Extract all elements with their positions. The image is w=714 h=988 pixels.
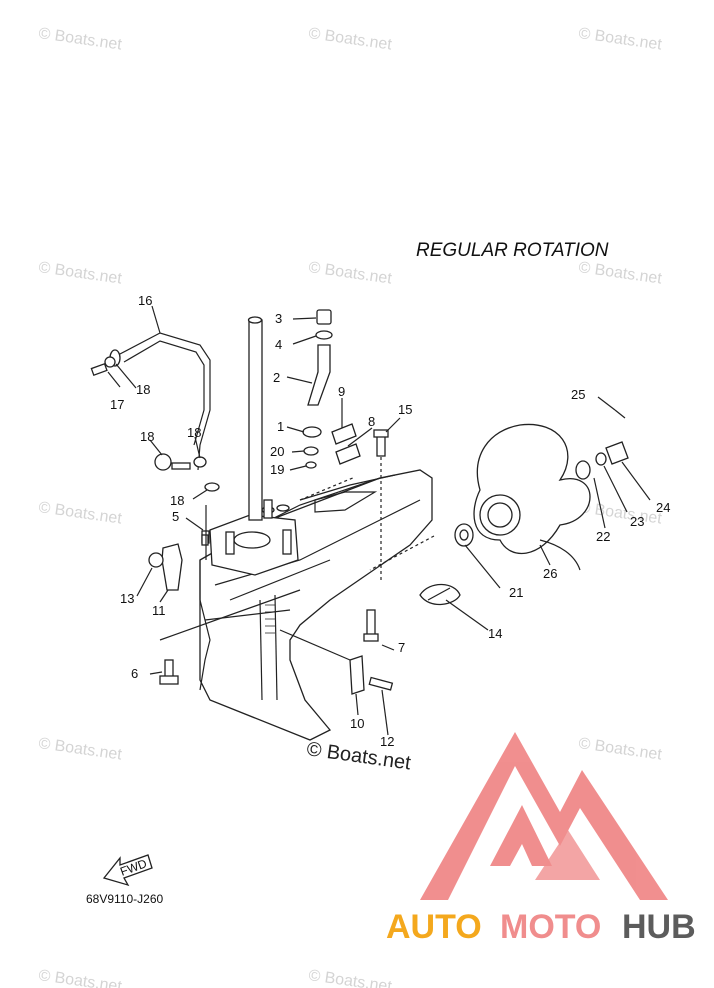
watermark: © Boats.net [307,967,393,988]
fwd-label: FWD [118,856,149,879]
callout-4: 4 [275,337,282,352]
callout-18a: 18 [136,382,150,397]
callout-18d: 18 [170,493,184,508]
diagram-title: REGULAR ROTATION [416,240,609,261]
callout-13: 13 [120,591,134,606]
callout-15: 15 [398,402,412,417]
watermark: © Boats.net [37,967,123,988]
callout-25: 25 [571,387,585,402]
watermark: © Boats.net [577,499,663,528]
callout-19: 19 [270,462,284,477]
drive-shaft [247,316,273,521]
watermark: © Boats.net [307,259,393,288]
watermark: © Boats.net [37,735,123,764]
callout-11: 11 [152,603,166,618]
callout-5: 5 [172,509,179,524]
callout-14: 14 [488,626,502,641]
lower-unit-housing [199,469,433,741]
callout-18b: 18 [140,429,154,444]
small-parts-left [90,356,220,685]
callout-26: 26 [543,566,557,581]
callout-20: 20 [270,444,284,459]
callout-12: 12 [380,734,394,749]
callout-8: 8 [368,414,375,429]
callout-1: 1 [277,419,284,434]
callout-9: 9 [338,384,345,399]
hose-16 [109,332,211,471]
brand-wordmark: AUTO MOTO HUB [386,908,696,946]
watermark: © Boats.net [577,735,663,764]
watermark: © Boats.net [577,25,663,54]
callout-7: 7 [398,640,405,655]
watermark: © Boats.net [37,25,123,54]
fwd-arrow: FWD [102,854,153,887]
watermark: © Boats.net [37,499,123,528]
watermark: © Boats.net [577,259,663,288]
brand-hub: HUB [622,908,696,946]
brand-moto: MOTO [500,908,601,946]
callout-2: 2 [273,370,280,385]
watermark: © Boats.net [307,25,393,54]
callout-17: 17 [110,397,124,412]
callout-16: 16 [138,293,152,308]
callout-18c: 18 [187,425,201,440]
propeller [473,423,591,571]
callout-10: 10 [350,716,364,731]
brand-logo-mark [420,732,668,900]
center-watermark: © Boats.net [305,738,412,774]
callout-24: 24 [656,500,670,515]
callout-6: 6 [131,666,138,681]
callout-23: 23 [630,514,644,529]
diagram-code: 68V9110-J260 [86,892,164,906]
callouts: 3 4 2 1 20 19 9 8 15 16 18 17 18 18 18 5… [110,293,670,749]
callout-21: 21 [509,585,523,600]
callout-3: 3 [275,311,282,326]
leader-lines [107,305,651,736]
watermark: © Boats.net [37,259,123,288]
callout-22: 22 [596,529,610,544]
brand-auto: AUTO [386,908,482,946]
prop-hardware [419,409,629,606]
